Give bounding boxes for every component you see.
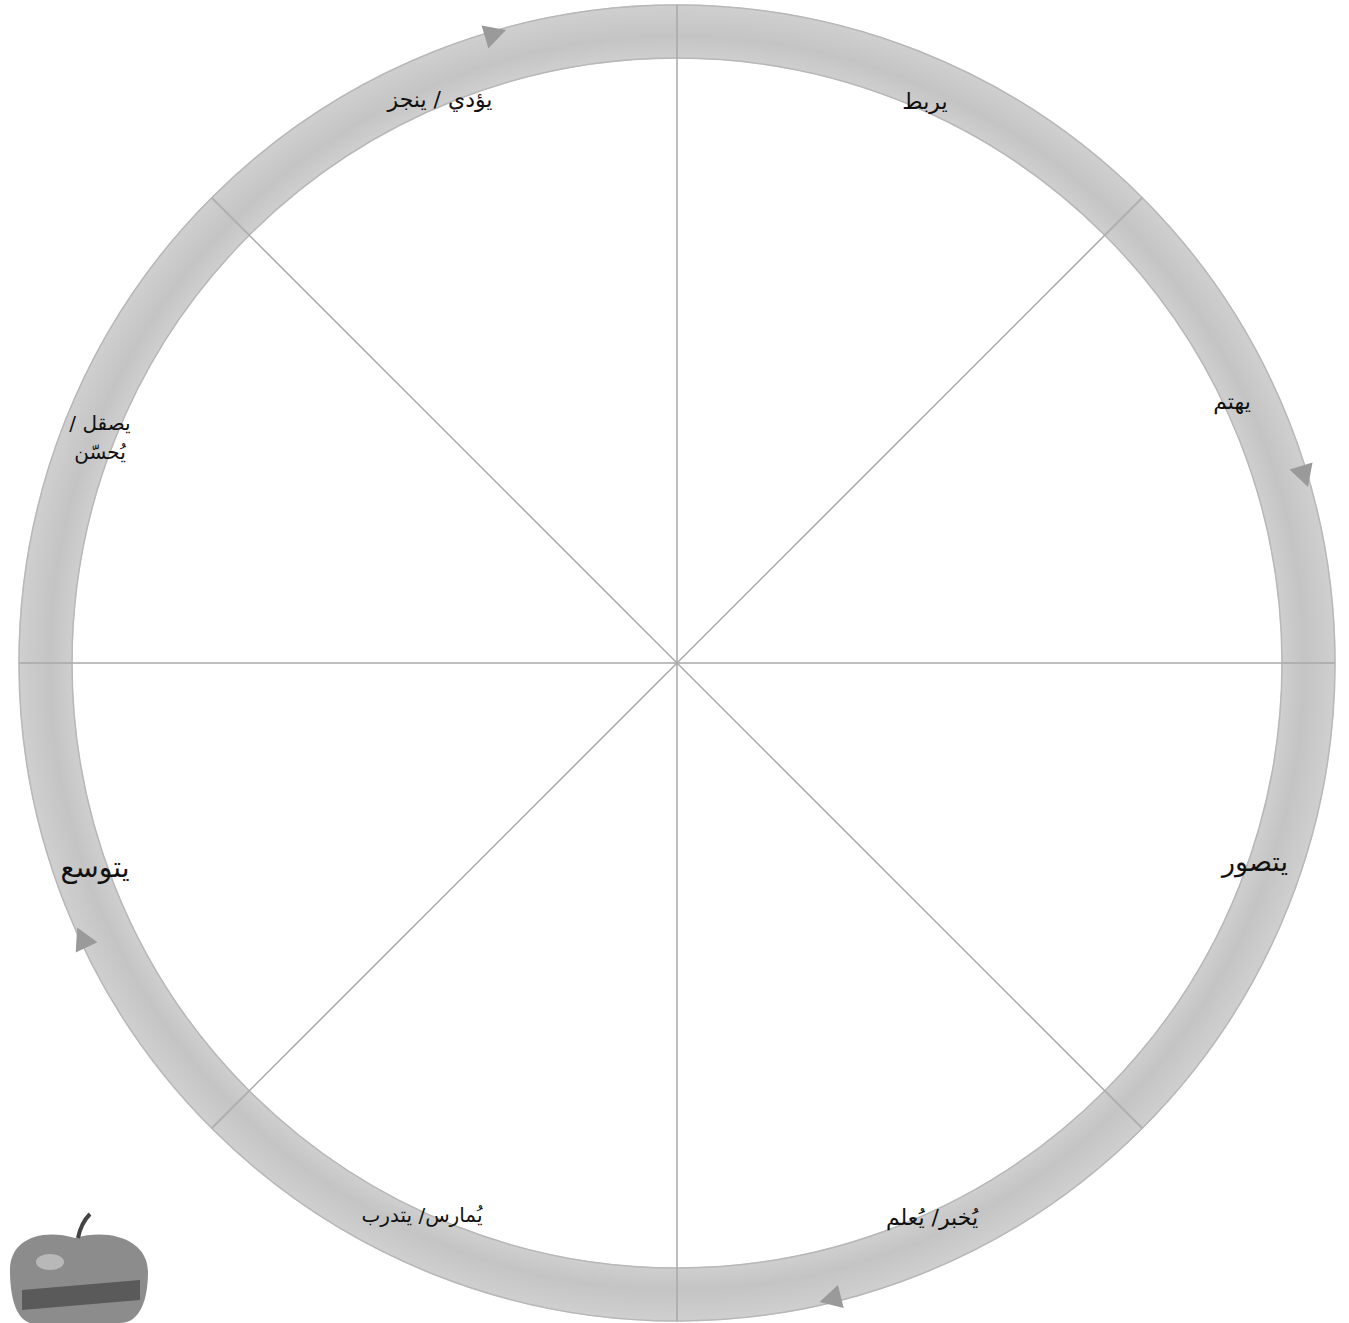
ring-inner-edge (72, 58, 1282, 1268)
cycle-stage-label: يهتم (1209, 384, 1255, 420)
cycle-stage-label: يُمارس/ يتدرب (358, 1199, 487, 1232)
cycle-arrowheads (76, 26, 1313, 1309)
stage-text: يُمارس/ يتدرب (362, 1201, 483, 1230)
cycle-stage-label: يربط (898, 84, 951, 120)
cycle-stage-label: يصقل / يُحسّن (52, 407, 148, 469)
stage-text: يربط (902, 86, 947, 118)
stage-text: يصقل / يُحسّن (56, 409, 144, 467)
cycle-stage-label: يتوسع (56, 846, 133, 891)
stage-text: يؤدي / ينجز (387, 84, 492, 116)
cycle-stage-label: يؤدي / ينجز (383, 82, 496, 118)
stage-text: يتوسع (60, 848, 129, 889)
wheel-spokes (72, 58, 1282, 1268)
stage-text: يُخبر/ يُعلم (886, 1202, 978, 1234)
cycle-stage-label: يُخبر/ يُعلم (882, 1200, 982, 1236)
ring-dividers (19, 5, 1335, 1321)
stage-text: يتصور (1222, 842, 1288, 881)
stage-text: يهتم (1213, 386, 1251, 418)
cycle-ring (46, 32, 1309, 1295)
apple-illustration (10, 1214, 148, 1323)
cycle-stage-label: يتصور (1218, 840, 1292, 883)
ring-outer-edge (19, 5, 1335, 1321)
